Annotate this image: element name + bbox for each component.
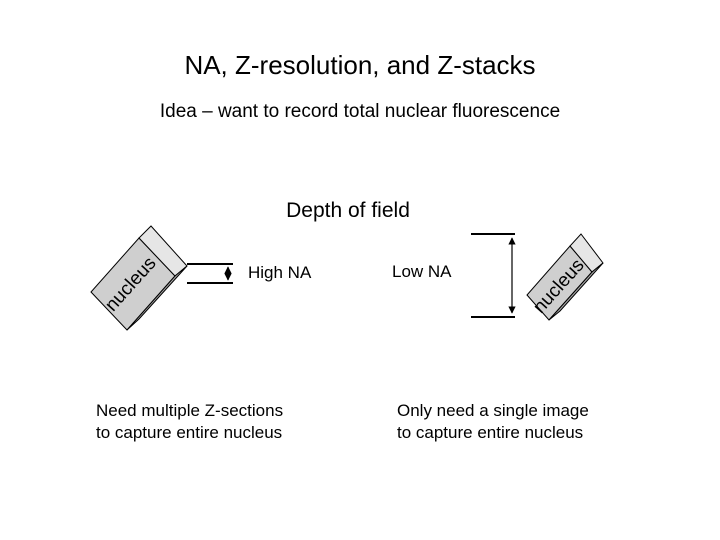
right-note: Only need a single image to capture enti… xyxy=(397,400,589,444)
left-note-line-1: Need multiple Z-sections xyxy=(96,401,284,420)
high-na-depth-indicator xyxy=(187,263,233,284)
left-note: Need multiple Z-sections to capture enti… xyxy=(96,400,283,444)
slide-subtitle: Idea – want to record total nuclear fluo… xyxy=(159,101,561,122)
left-cube-side xyxy=(126,265,188,331)
right-cube-side xyxy=(548,262,604,321)
left-note-line-2: to capture entire nucleus xyxy=(96,423,283,442)
right-note-line-2: to capture entire nucleus xyxy=(397,423,584,442)
left-nucleus-cube: nucleus xyxy=(90,225,188,331)
low-na-label: Low NA xyxy=(392,262,452,281)
low-na-depth-indicator xyxy=(471,233,516,318)
right-note-line-1: Only need a single image xyxy=(397,401,589,420)
slide-title: NA, Z-resolution, and Z-stacks xyxy=(184,50,536,80)
right-nucleus-cube: nucleus xyxy=(526,233,604,321)
depth-of-field-label: Depth of field xyxy=(286,199,410,222)
high-na-label: High NA xyxy=(248,263,312,282)
